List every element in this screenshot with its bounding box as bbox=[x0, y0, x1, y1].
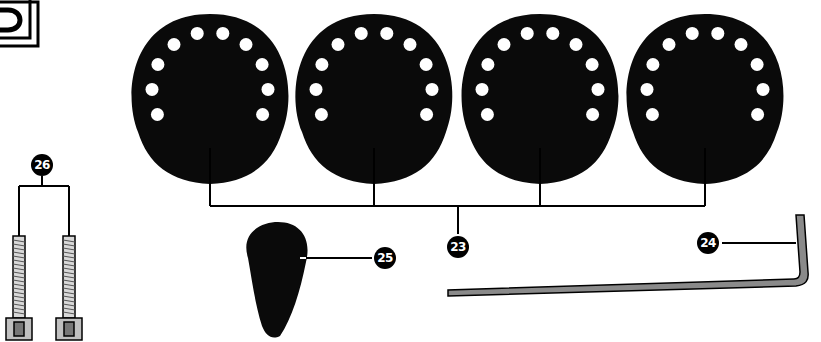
small-pad bbox=[246, 222, 307, 338]
callout-number: 25 bbox=[374, 247, 396, 269]
callout-number: 23 bbox=[447, 236, 469, 258]
leader-bracket bbox=[210, 148, 705, 234]
callout-number: 26 bbox=[31, 154, 53, 176]
rubber-pads bbox=[132, 14, 784, 184]
step-icon bbox=[0, 0, 38, 46]
allen-key bbox=[448, 215, 808, 296]
pad-holes bbox=[146, 27, 770, 121]
callout-number: 24 bbox=[697, 232, 719, 254]
screws bbox=[6, 176, 82, 340]
